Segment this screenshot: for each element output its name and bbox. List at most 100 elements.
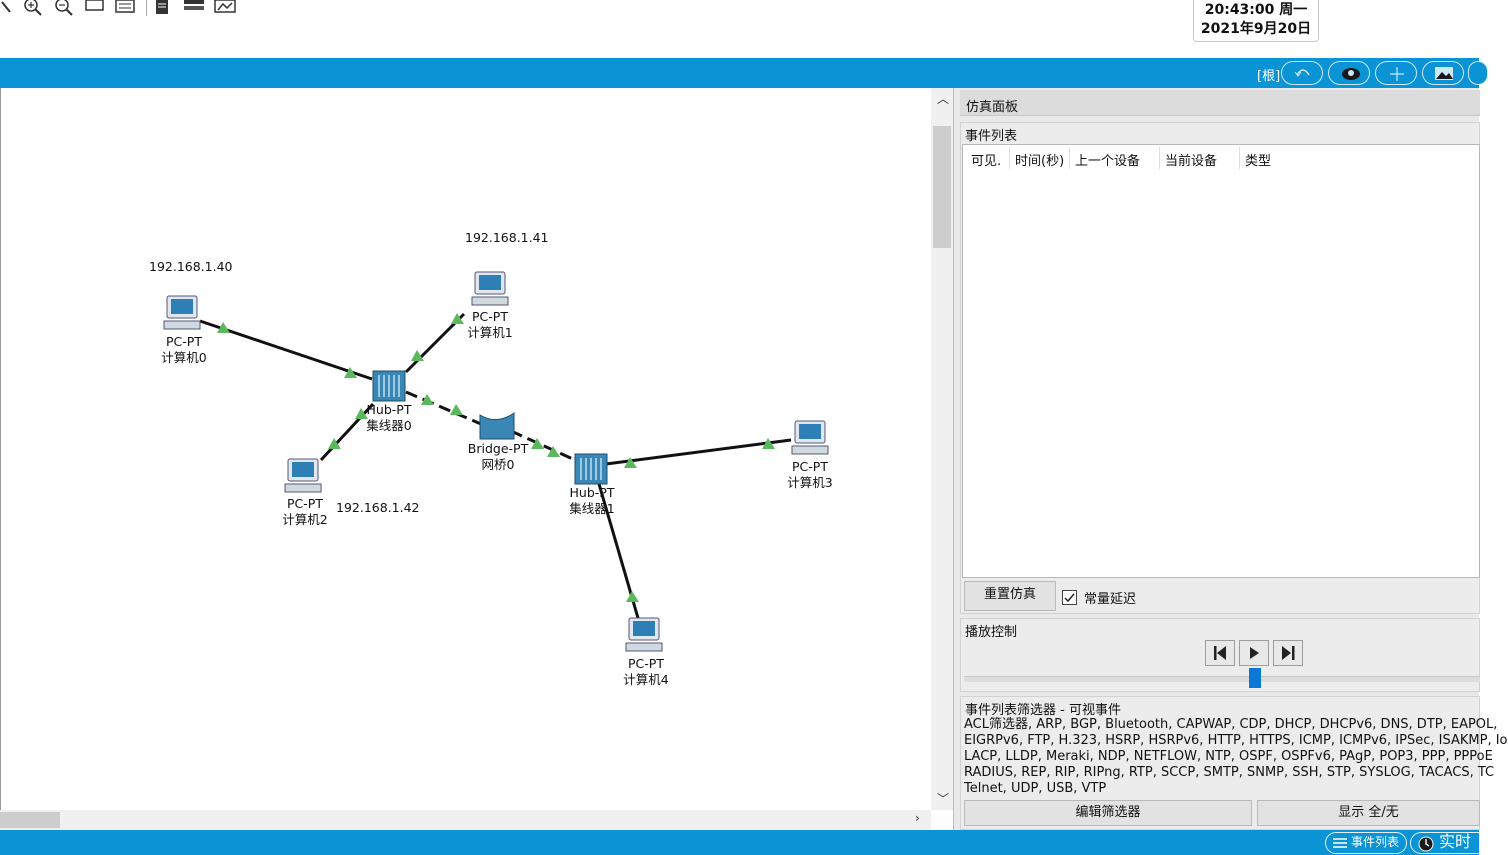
device-model: PC-PT [166, 334, 202, 349]
scroll-up-icon[interactable]: ︿ [937, 92, 950, 106]
link-light [450, 404, 463, 415]
undo-icon [1294, 69, 1310, 77]
clock-icon [1418, 836, 1434, 852]
visible-events-line: LACP, LLDP, Meraki, NDP, NETFLOW, NTP, O… [964, 749, 1493, 764]
move-object-button[interactable] [1375, 61, 1417, 85]
zoom-in-icon[interactable] [22, 0, 44, 16]
viewport-button[interactable] [1468, 61, 1488, 85]
link-light [217, 322, 230, 333]
horizontal-scroll-thumb[interactable] [0, 812, 60, 828]
cluster-button[interactable] [1328, 61, 1370, 85]
link-pc0-hub0[interactable] [199, 319, 373, 381]
reset-simulation-button[interactable]: 重置仿真 [964, 581, 1056, 611]
device-model: Bridge-PT [467, 441, 529, 456]
play-speed-slider-thumb[interactable] [1249, 668, 1261, 688]
constant-delay-checkbox[interactable] [1062, 590, 1077, 605]
canvas-horizontal-scrollbar[interactable]: › [0, 810, 931, 830]
device-name: 计算机2 [282, 512, 328, 527]
select-icon[interactable] [0, 0, 22, 16]
column-header-type[interactable]: 类型 [1245, 154, 1272, 169]
vertical-scroll-thumb[interactable] [933, 126, 951, 248]
link-hub1-pc3[interactable] [605, 438, 792, 466]
device-label-hub0: Hub-PT 集线器0 [356, 402, 422, 434]
simulation-panel: 仿真面板 事件列表 可见. 时间(秒) 上一个设备 当前设备 类型 重置仿真 常… [953, 88, 1508, 830]
device-model: PC-PT [287, 496, 323, 511]
skip-back-icon [1214, 646, 1226, 660]
hub-icon[interactable] [574, 453, 608, 485]
device-name: 计算机3 [787, 475, 833, 490]
scroll-right-icon[interactable]: › [915, 811, 920, 825]
link-light [624, 457, 637, 468]
visible-events-line: EIGRPv6, FTP, H.323, HSRP, HSRPv6, HTTP,… [964, 733, 1508, 748]
pc-icon[interactable] [791, 420, 829, 455]
link-light [328, 438, 341, 449]
column-header-at-device[interactable]: 当前设备 [1165, 154, 1218, 169]
device-name: 集线器1 [569, 501, 615, 516]
scroll-down-icon[interactable]: ﹀ [937, 792, 950, 806]
column-header-last-device[interactable]: 上一个设备 [1075, 154, 1141, 169]
toolbar: 20:43:00 周一 2021年9月20日 [0, 0, 1479, 58]
document-icon[interactable] [154, 0, 176, 16]
link-light [451, 313, 464, 324]
image-icon [1435, 67, 1453, 80]
visible-events-list: ACL筛选器, ARP, BGP, Bluetooth, CAPWAP, CDP… [964, 717, 1508, 797]
link-light [547, 446, 560, 457]
show-all-none-button[interactable]: 显示 全/无 [1257, 800, 1480, 826]
clock-time: 20:43:00 周一 [1204, 2, 1308, 18]
play-speed-slider[interactable] [964, 676, 1480, 682]
realtime-mode-button[interactable]: 实时 [1410, 832, 1479, 854]
background-button[interactable] [1422, 61, 1464, 85]
clock-date: 2021年9月20日 [1200, 21, 1312, 37]
device-model: Hub-PT [569, 485, 615, 500]
pc-icon[interactable] [471, 271, 509, 306]
canvas-vertical-scrollbar[interactable]: ︿ ﹀ [931, 88, 953, 810]
device-label-bridge0: Bridge-PT 网桥0 [462, 441, 534, 473]
rectangle-icon[interactable] [85, 0, 107, 16]
device-label-pc1: PC-PT 计算机1 [457, 309, 523, 341]
column-divider [1239, 147, 1240, 169]
play-controls-title: 播放控制 [965, 625, 1018, 640]
link-light [421, 394, 434, 405]
back-step-button[interactable] [1205, 640, 1235, 666]
hub-icon[interactable] [372, 370, 406, 402]
play-button[interactable] [1239, 640, 1269, 666]
event-list-title: 事件列表 [965, 129, 1018, 144]
link-light [762, 438, 775, 449]
link-lights [217, 313, 775, 602]
topology-drawing [163, 271, 829, 652]
palette-icon[interactable] [183, 0, 205, 16]
event-list-toggle-button[interactable]: 事件列表 [1325, 832, 1407, 854]
root-label[interactable]: [根] [1257, 69, 1281, 84]
edit-filters-button[interactable]: 编辑筛选器 [964, 800, 1252, 826]
event-list-table[interactable]: 可见. 时间(秒) 上一个设备 当前设备 类型 [962, 144, 1480, 578]
back-button[interactable] [1281, 61, 1323, 85]
capture-forward-button[interactable] [1273, 640, 1303, 666]
column-header-time[interactable]: 时间(秒) [1015, 154, 1065, 169]
ip-label-pc2: 192.168.1.42 [336, 500, 420, 515]
custom-device-icon[interactable] [214, 0, 236, 16]
pc-icon[interactable] [625, 617, 663, 652]
column-header-visible[interactable]: 可见. [971, 154, 1002, 169]
bridge-icon[interactable] [479, 412, 515, 440]
move-icon [1390, 67, 1404, 81]
realtime-mode-label: 实时 [1439, 832, 1472, 851]
pc-icon[interactable] [284, 458, 322, 493]
visible-events-line: RADIUS, REP, RIP, RIPng, RTP, SCCP, SMTP… [964, 765, 1495, 780]
device-label-pc4: PC-PT 计算机4 [613, 656, 679, 688]
column-divider [1069, 147, 1070, 169]
skip-forward-icon [1282, 646, 1295, 660]
link-bridge0-hub1[interactable] [510, 429, 576, 462]
device-name: 计算机4 [623, 672, 669, 687]
link-hub0-bridge0[interactable] [405, 390, 482, 426]
logical-workspace[interactable]: 192.168.1.40 192.168.1.41 192.168.1.42 P… [0, 88, 931, 810]
status-bar: 事件列表 实时 [0, 830, 1479, 855]
pc-icon[interactable] [163, 295, 201, 330]
ip-label-pc1: 192.168.1.41 [465, 230, 549, 245]
device-name: 计算机1 [467, 325, 513, 340]
device-label-pc2: PC-PT 计算机2 [272, 496, 338, 528]
note-icon[interactable] [115, 0, 137, 16]
event-list-icon [1333, 838, 1347, 848]
device-name: 集线器0 [366, 418, 412, 433]
zoom-out-icon[interactable] [53, 0, 75, 16]
